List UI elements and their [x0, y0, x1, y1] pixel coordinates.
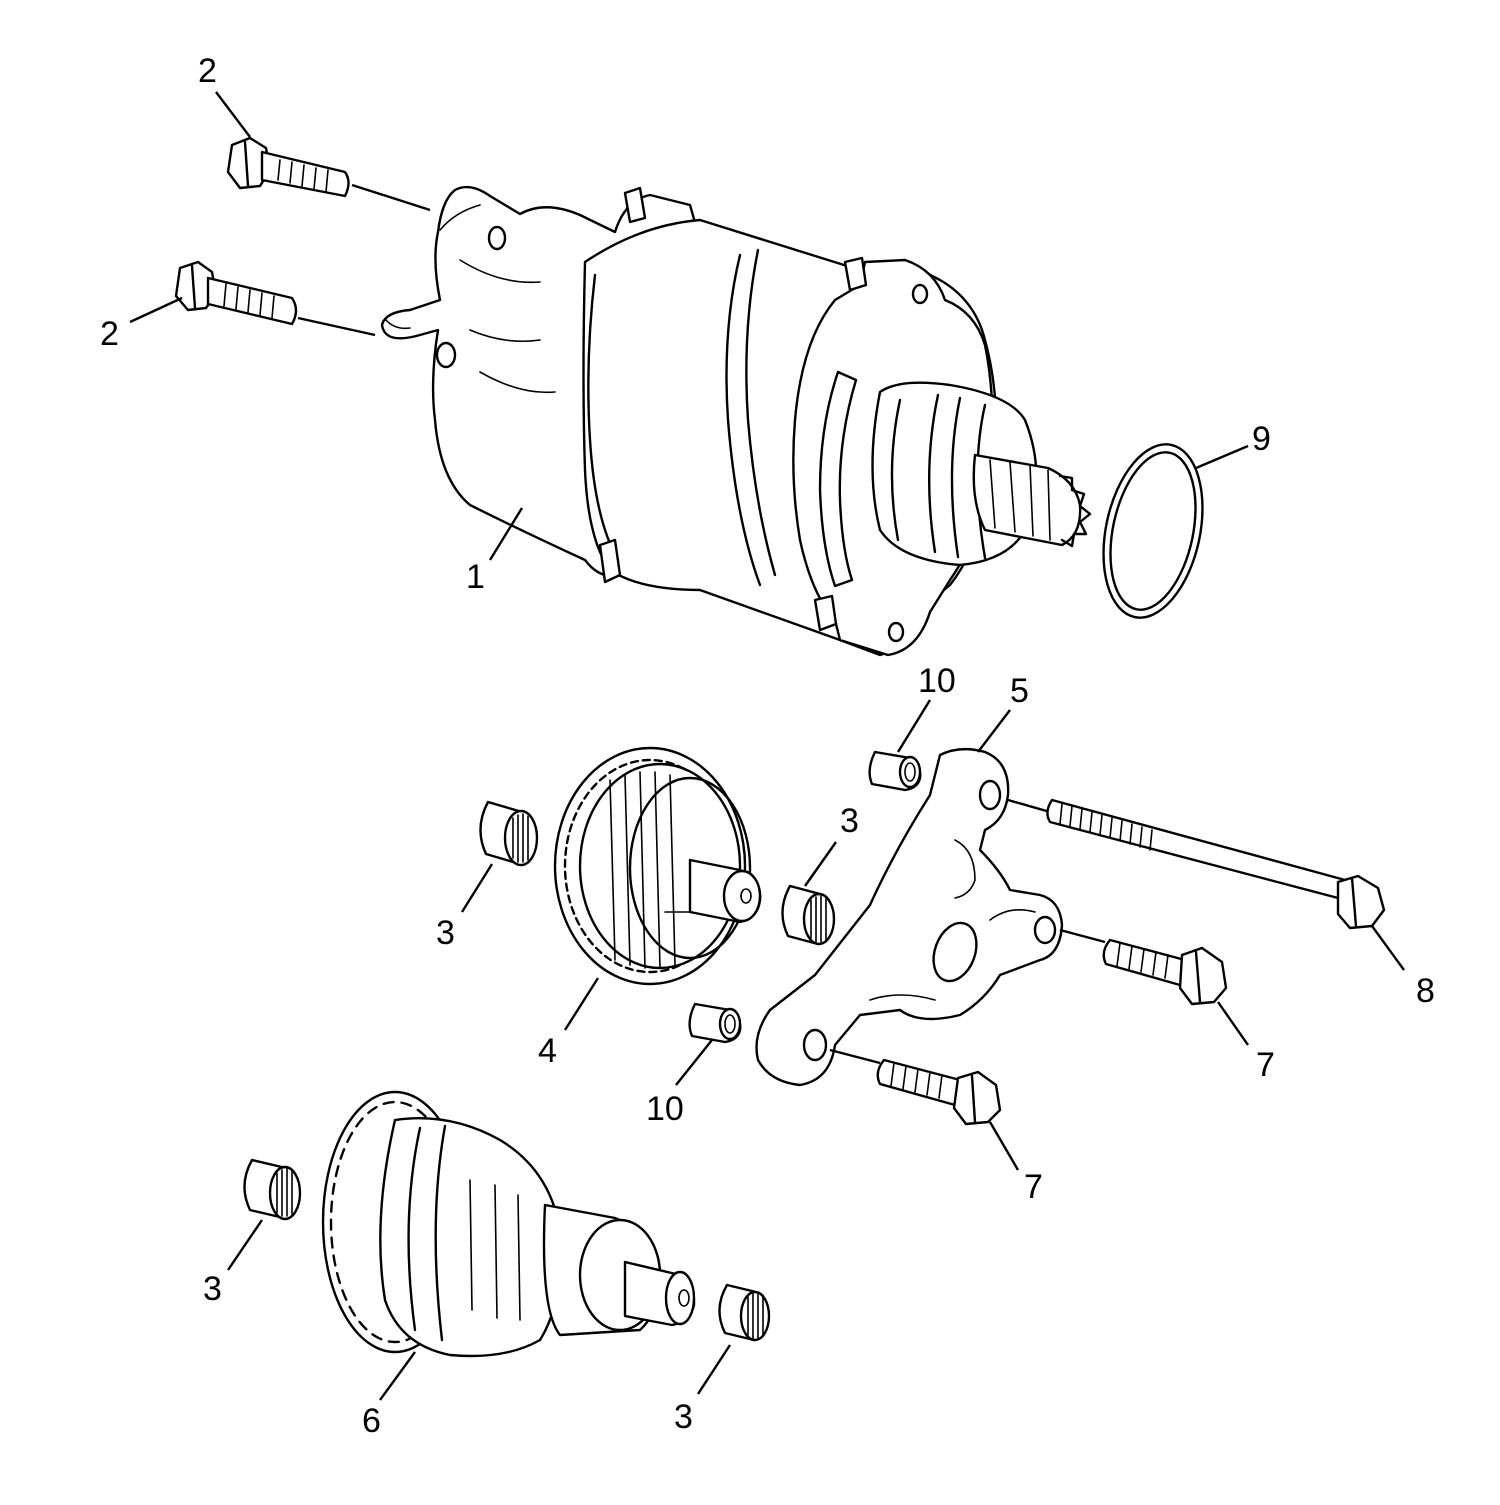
- bolt-7-upper: [1102, 938, 1228, 1006]
- dowel-10-upper: [868, 750, 922, 792]
- callout-5: 5: [1010, 672, 1029, 710]
- callout-2-lower: 2: [100, 315, 119, 353]
- callout-1: 1: [466, 558, 485, 596]
- callout-9: 9: [1252, 420, 1271, 458]
- needle-bearing-3-d: [718, 1283, 771, 1342]
- callout-2-upper: 2: [198, 52, 217, 90]
- bracket-5: [755, 747, 1064, 1087]
- idler-gear-4: [553, 746, 762, 986]
- starter-motor: [380, 185, 1092, 657]
- leader-bracket-bolt7a: [1059, 928, 1106, 944]
- callout-7-lower: 7: [1024, 1168, 1043, 1206]
- dowel-10-lower: [688, 1002, 742, 1044]
- callout-3-clutch-left: 3: [203, 1270, 222, 1308]
- callout-8: 8: [1416, 972, 1435, 1010]
- callout-7-upper: 7: [1256, 1046, 1275, 1084]
- leader-bracket-bolt7b: [829, 1048, 881, 1065]
- callout-3-clutch-right: 3: [674, 1398, 693, 1436]
- callout-10-lower: 10: [646, 1090, 684, 1128]
- callout-6: 6: [362, 1402, 381, 1440]
- needle-bearing-3-b: [781, 884, 836, 946]
- bolt-lower-2: [174, 260, 376, 337]
- callout-4: 4: [538, 1032, 557, 1070]
- needle-bearing-3-c: [243, 1158, 302, 1221]
- leader-lines: [129, 91, 1405, 1401]
- callout-labels: 1 2 2 9 10 5 3 3 8 7 4 10 7 3 6 3: [100, 52, 1435, 1440]
- callout-3-gear-right: 3: [840, 802, 859, 840]
- callout-3-gear-left: 3: [436, 914, 455, 952]
- needle-bearing-3-a: [479, 800, 539, 867]
- bolt-8: [1046, 798, 1386, 930]
- bolt-7-lower: [876, 1058, 1002, 1126]
- bolt-upper-2: [226, 136, 431, 212]
- callout-10-upper: 10: [918, 662, 956, 700]
- o-ring-9: [1102, 443, 1204, 619]
- starter-clutch-gear-6: [321, 1090, 696, 1358]
